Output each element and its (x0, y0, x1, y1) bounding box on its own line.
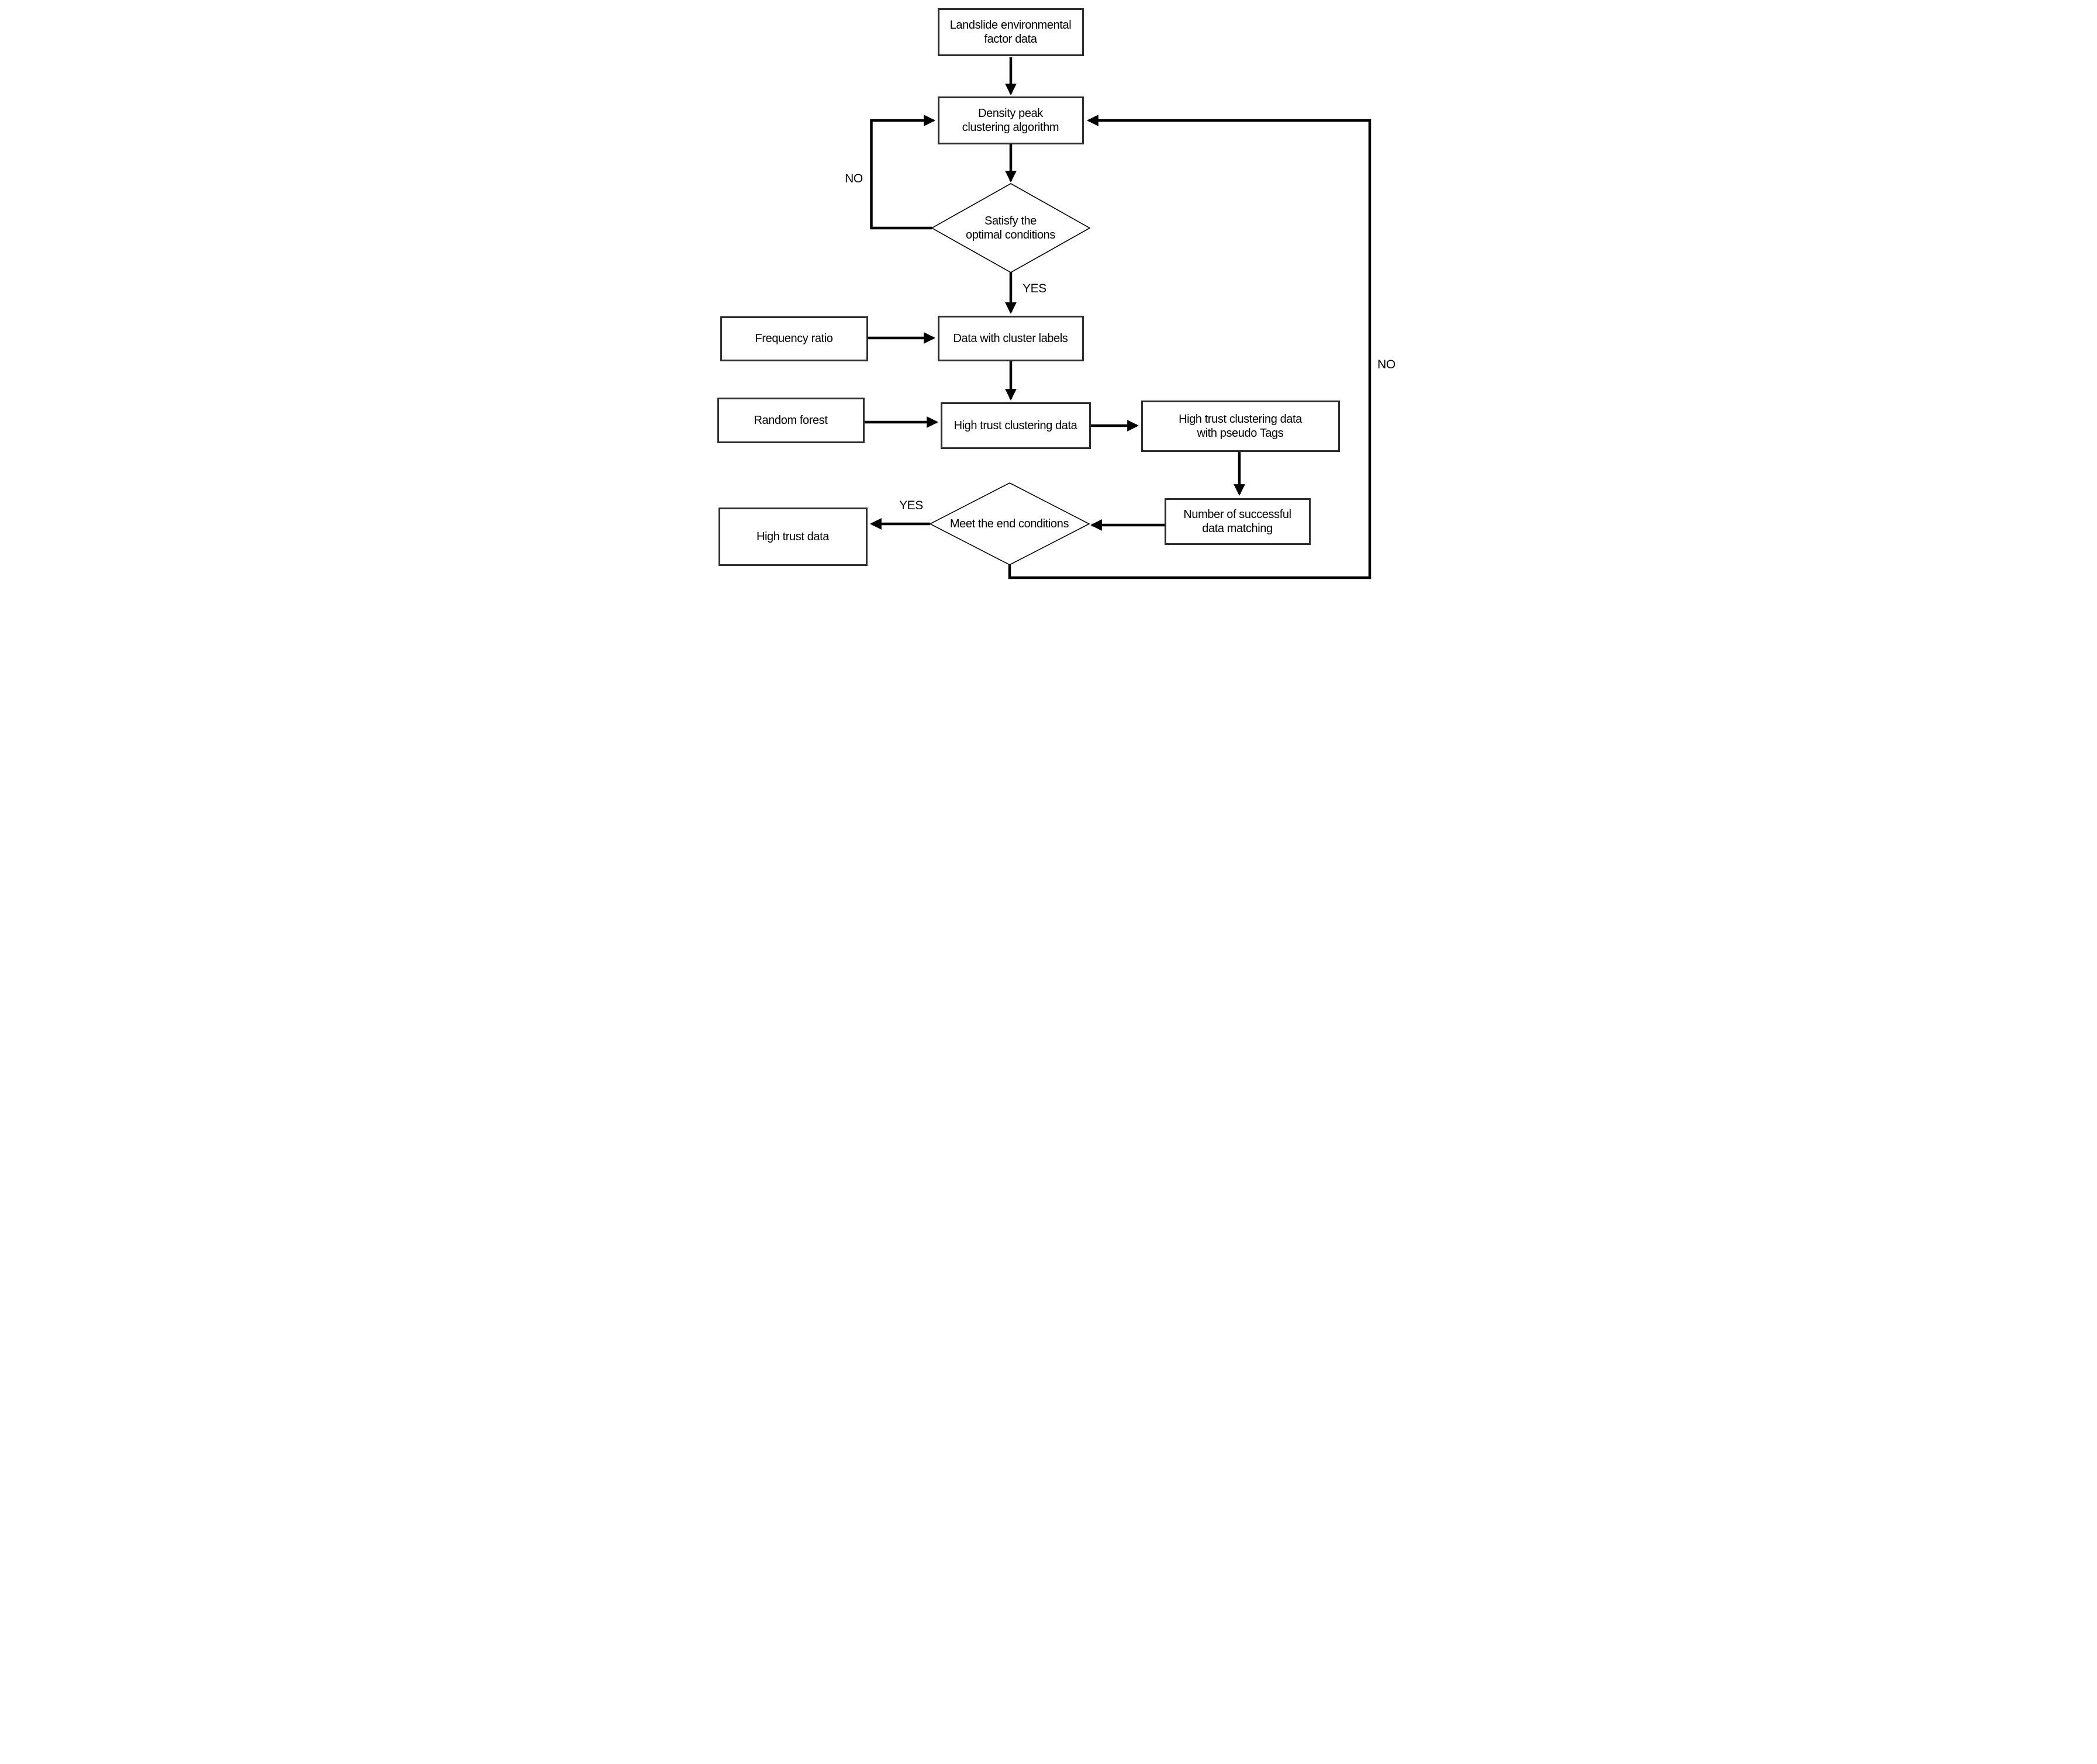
node-high-trust-clustering-data-with-pseudo-tags: High trust clustering data with pseudo T… (1141, 401, 1340, 452)
edge-label-no-right: NO (1377, 358, 1395, 371)
flowchart-canvas: Landslide environmental factor data Dens… (697, 0, 1400, 591)
node-density-label: Density peak clustering algorithm (962, 106, 1059, 134)
node-random-forest: Random forest (717, 398, 865, 443)
node-high-trust-clustering-data: High trust clustering data (940, 402, 1091, 449)
edge-label-no-left: NO (845, 172, 863, 185)
decision-satisfy-shape (930, 183, 1091, 273)
node-frequency-ratio: Frequency ratio (720, 316, 868, 361)
decision-meet-shape (928, 482, 1090, 565)
node-high-trust-clustering-label: High trust clustering data (954, 419, 1077, 432)
node-cluster-labels-label: Data with cluster labels (953, 332, 1068, 345)
node-random-forest-label: Random forest (754, 413, 828, 427)
node-landslide-label: Landslide environmental factor data (949, 18, 1072, 46)
connector-layer (864, 57, 1371, 579)
node-pseudo-tags-label: High trust clustering data with pseudo T… (1179, 412, 1302, 440)
node-density-peak-clustering-algorithm: Density peak clustering algorithm (937, 96, 1084, 144)
node-data-with-cluster-labels: Data with cluster labels (937, 316, 1084, 361)
node-landslide-environmental-factor-data: Landslide environmental factor data (937, 8, 1084, 56)
edge-label-yes-bottom: YES (899, 499, 923, 512)
node-high-trust-data: High trust data (718, 508, 868, 566)
edge-satisfy-no-loop (869, 115, 935, 230)
node-number-of-successful-data-matching: Number of successful data matching (1164, 498, 1311, 545)
edge-meet-no-to-density (1008, 115, 1371, 579)
edge-label-yes-top: YES (1022, 282, 1046, 295)
node-high-trust-data-label: High trust data (756, 530, 830, 543)
node-matching-label: Number of successful data matching (1183, 508, 1291, 535)
node-frequency-ratio-label: Frequency ratio (755, 332, 833, 346)
